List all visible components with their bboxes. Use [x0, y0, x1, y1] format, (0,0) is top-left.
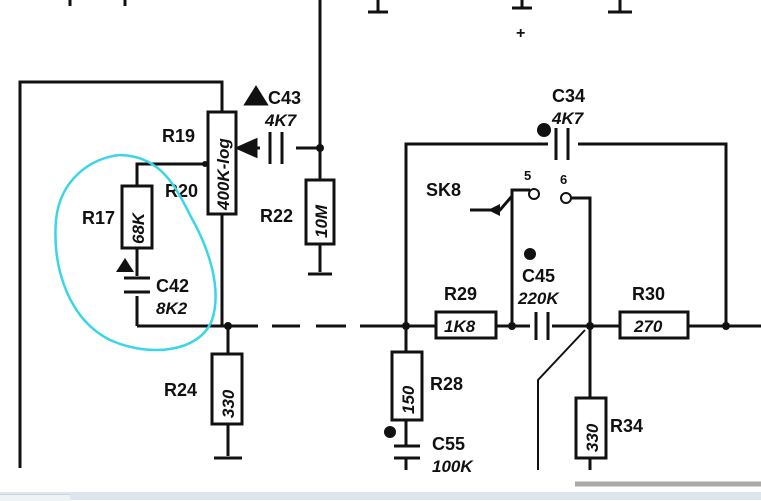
- r17-resistor: 68K R17: [82, 184, 154, 250]
- r22-value: 10M: [312, 204, 331, 238]
- bottom-toolbar-strip: [0, 492, 761, 501]
- c45-label: C45: [522, 266, 555, 286]
- sk8-label: SK8: [426, 180, 461, 200]
- c43-value: 4K7: [264, 111, 298, 130]
- r28-resistor: 150 R28: [390, 350, 463, 422]
- r34-value: 330: [583, 423, 602, 452]
- sk8-socket: SK8 5 6: [426, 168, 572, 216]
- c42-label: C42: [156, 276, 189, 296]
- r22-resistor: 10M R22: [260, 178, 336, 246]
- r34-resistor: 330 R34: [574, 396, 643, 460]
- r29-label: R29: [444, 284, 477, 304]
- sk8-pin6: 6: [560, 172, 567, 187]
- c34-capacitor: C34 4K7: [537, 86, 585, 160]
- bottom-tab[interactable]: [0, 494, 70, 501]
- r29-value: 1K8: [444, 317, 476, 336]
- r34-label: R34: [610, 416, 643, 436]
- c42-value: 8K2: [156, 299, 188, 318]
- r24-label: R24: [164, 380, 197, 400]
- r19-resistor: 400K-log R19 R20: [162, 110, 238, 216]
- r19-value: 400K-log: [214, 138, 233, 211]
- r30-label: R30: [632, 284, 665, 304]
- svg-text:+: +: [516, 25, 525, 42]
- r22-label: R22: [260, 206, 293, 226]
- r17-label: R17: [82, 208, 115, 228]
- c55-label: C55: [432, 434, 465, 454]
- c45-value: 220K: [517, 289, 560, 308]
- r28-label: R28: [430, 374, 463, 394]
- top-ground-fragments: +: [68, 0, 632, 42]
- r24-resistor: 330 R24: [164, 352, 244, 426]
- r24-value: 330: [219, 389, 238, 418]
- c43-label: C43: [268, 88, 301, 108]
- sk8-pin5: 5: [524, 168, 531, 183]
- c42-capacitor: C42 8K2: [116, 258, 189, 318]
- r29-resistor: 1K8 R29: [434, 284, 498, 340]
- c55-capacitor: C55 100K: [384, 426, 474, 476]
- r30-value: 270: [633, 317, 663, 336]
- c43-capacitor: C43 4K7: [234, 85, 301, 164]
- c34-label: C34: [552, 86, 585, 106]
- c55-value: 100K: [432, 457, 474, 476]
- r30-resistor: 270 R30: [618, 284, 690, 340]
- r28-value: 150: [399, 385, 418, 414]
- c34-value: 4K7: [551, 109, 585, 128]
- r19-label: R19: [162, 126, 195, 146]
- c45-capacitor: C45 220K: [517, 248, 560, 340]
- r17-value: 68K: [129, 211, 148, 244]
- junction-nodes: [202, 144, 730, 330]
- highlight-circle: [54, 153, 217, 352]
